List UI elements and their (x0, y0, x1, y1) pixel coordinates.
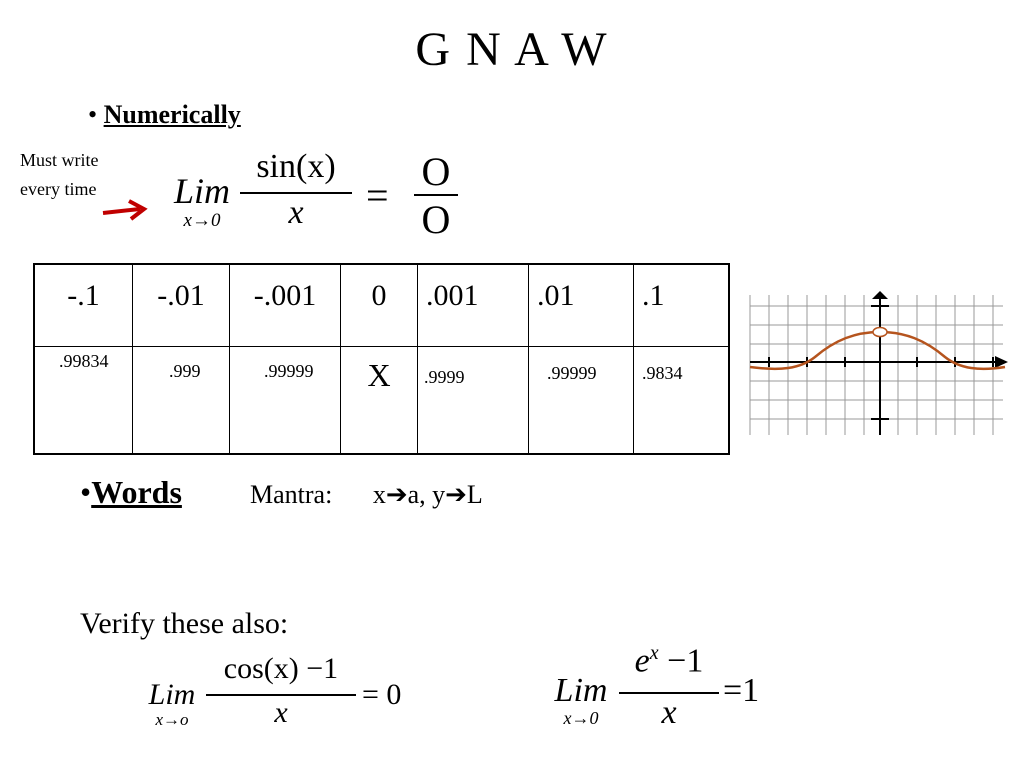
fraction-denominator: x (661, 694, 677, 731)
slide-title: G N A W (415, 23, 609, 76)
verify-heading: Verify these also: (80, 607, 289, 640)
equals-sign: = (366, 173, 389, 218)
table-cell: .99999 (229, 346, 341, 455)
fraction-numerator: cos(x) −1 (223, 652, 339, 685)
mantra-label: Mantra: (250, 480, 333, 509)
lim-label: Lim (554, 672, 608, 709)
lim-subscript: x→0 (183, 210, 221, 231)
table-cell: 0 (340, 263, 418, 347)
y-values-row: .99834 .999 .99999 X .9999 .99999 .9834 (33, 346, 730, 455)
limit-result: =1 (723, 672, 760, 709)
lim-subscript: x→o (155, 710, 189, 729)
x-values-row: -.1 -.01 -.001 0 .001 .01 .1 (33, 263, 730, 347)
numerically-bullet: • Numerically (88, 100, 241, 130)
words-bullet: •Words (80, 474, 182, 511)
exp-minus-one: −1 (658, 642, 704, 680)
table-cell: .001 (417, 263, 529, 347)
table-cell: .9834 (633, 346, 730, 455)
table-cell: -.1 (33, 263, 133, 347)
lim-label: Lim (148, 678, 196, 711)
words-label: Words (91, 474, 182, 510)
lim-subscript: x→0 (563, 708, 599, 728)
axis-ticks (768, 305, 994, 420)
table-cell: .999 (132, 346, 230, 455)
values-table: -.1 -.01 -.001 0 .001 .01 .1 .99834 .999… (33, 263, 730, 455)
lim-label: Lim (173, 171, 231, 211)
note-line-2: every time (20, 179, 97, 199)
table-cell: -.01 (132, 263, 230, 347)
graph-axes (750, 297, 1000, 435)
limit-result: = 0 (362, 678, 402, 711)
exp-power: x (649, 642, 659, 664)
note-line-1: Must write (20, 150, 99, 170)
table-cell: .9999 (417, 346, 529, 455)
x-axis-arrow-icon (995, 356, 1008, 368)
fraction-numerator: sin(x) (256, 148, 336, 185)
fraction-denominator: x (288, 194, 304, 231)
numerically-label: Numerically (103, 100, 241, 129)
y-axis-arrow-icon (872, 291, 888, 299)
table-cell: .99999 (528, 346, 634, 455)
sinc-graph (749, 291, 1008, 435)
fraction-denominator: x (274, 696, 288, 729)
result-numerator: O (421, 149, 451, 194)
table-cell: .1 (633, 263, 730, 347)
mantra-line: Mantra: x➔a, y➔L (250, 480, 483, 510)
mantra-text: x➔a, y➔L (372, 480, 483, 509)
red-arrow-icon (102, 199, 148, 221)
table-cell: X (340, 346, 418, 455)
fraction-numerator: ex −1 (619, 642, 719, 692)
result-denominator: O (421, 197, 451, 242)
exp-base: e (634, 642, 650, 680)
table-cell: -.001 (229, 263, 341, 347)
bullet-marker: • (80, 474, 92, 510)
hole-point (872, 326, 888, 338)
graph-grid (749, 295, 1003, 435)
bullet-marker: • (88, 100, 98, 129)
table-cell: .99834 (33, 346, 133, 455)
table-cell: .01 (528, 263, 634, 347)
side-note: Must write every time (20, 146, 99, 204)
